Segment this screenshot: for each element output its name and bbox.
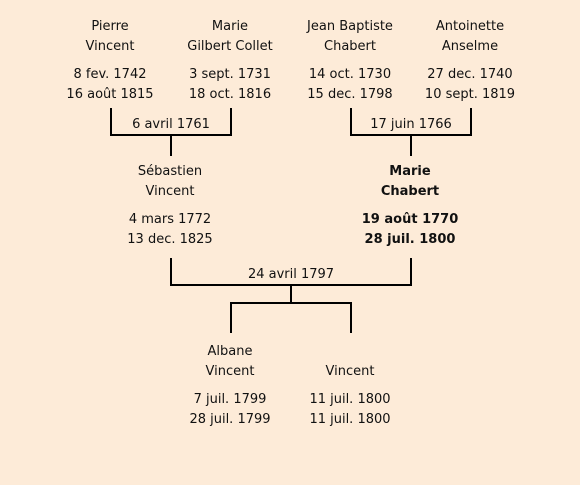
death-date: 13 dec. 1825: [127, 232, 213, 247]
person-vincent: Vincent 11 juil. 1800 11 juil. 1800: [290, 342, 410, 430]
birth-date: 8 fev. 1742: [73, 67, 147, 82]
death-date: 11 juil. 1800: [309, 412, 391, 427]
person-last-name: Chabert: [380, 184, 440, 199]
connector-line: [470, 108, 472, 136]
person-last-name: Vincent: [85, 39, 135, 54]
person-first-name: Marie: [389, 164, 431, 179]
connector-line: [170, 134, 172, 156]
person-last-name: Vincent: [205, 364, 255, 379]
connector-line: [350, 302, 352, 333]
connector-line: [170, 258, 172, 286]
death-date: 16 août 1815: [66, 87, 154, 102]
person-first-name: Marie: [211, 19, 249, 34]
connector-line: [230, 302, 352, 304]
death-date: 15 dec. 1798: [307, 87, 393, 102]
connector-line: [230, 302, 232, 333]
person-last-name: Vincent: [145, 184, 195, 199]
person-first-name: Antoinette: [435, 19, 505, 34]
marriage-date-vincent-chabert: 24 avril 1797: [247, 267, 335, 282]
person-sebastien-vincent: Sébastien Vincent 4 mars 1772 13 dec. 18…: [110, 162, 230, 250]
person-albane-vincent: Albane Vincent 7 juil. 1799 28 juil. 179…: [170, 342, 290, 430]
person-first-name: Albane: [207, 344, 253, 359]
death-date: 28 juil. 1800: [364, 232, 456, 247]
death-date: 18 oct. 1816: [188, 87, 272, 102]
person-last-name: Vincent: [325, 364, 375, 379]
person-jean-baptiste-chabert: Jean Baptiste Chabert 14 oct. 1730 15 de…: [290, 17, 410, 105]
person-first-name: [290, 342, 410, 362]
birth-date: 4 mars 1772: [128, 212, 212, 227]
connector-line: [290, 284, 292, 304]
connector-line: [350, 108, 352, 136]
marriage-date-vincent-gilbert: 6 avril 1761: [132, 117, 210, 132]
connector-line: [230, 108, 232, 136]
person-marie-gilbert-collet: Marie Gilbert Collet 3 sept. 1731 18 oct…: [170, 17, 290, 105]
person-first-name: Jean Baptiste: [307, 19, 393, 34]
connector-line: [110, 108, 112, 136]
person-marie-chabert: Marie Chabert 19 août 1770 28 juil. 1800: [350, 162, 470, 250]
person-last-name: Anselme: [441, 39, 499, 54]
person-first-name: Pierre: [91, 19, 129, 34]
person-antoinette-anselme: Antoinette Anselme 27 dec. 1740 10 sept.…: [410, 17, 530, 105]
connector-line: [410, 134, 412, 156]
birth-date: 27 dec. 1740: [427, 67, 513, 82]
connector-line: [410, 258, 412, 286]
person-first-name: Sébastien: [137, 164, 203, 179]
person-pierre-vincent: Pierre Vincent 8 fev. 1742 16 août 1815: [50, 17, 170, 105]
death-date: 28 juil. 1799: [189, 412, 271, 427]
birth-date: 7 juil. 1799: [193, 392, 267, 407]
birth-date: 14 oct. 1730: [308, 67, 392, 82]
death-date: 10 sept. 1819: [424, 87, 516, 102]
marriage-date-chabert-anselme: 17 juin 1766: [370, 117, 452, 132]
person-last-name: Gilbert Collet: [187, 39, 273, 54]
birth-date: 11 juil. 1800: [309, 392, 391, 407]
person-last-name: Chabert: [324, 39, 376, 54]
birth-date: 19 août 1770: [361, 212, 459, 227]
birth-date: 3 sept. 1731: [189, 67, 271, 82]
